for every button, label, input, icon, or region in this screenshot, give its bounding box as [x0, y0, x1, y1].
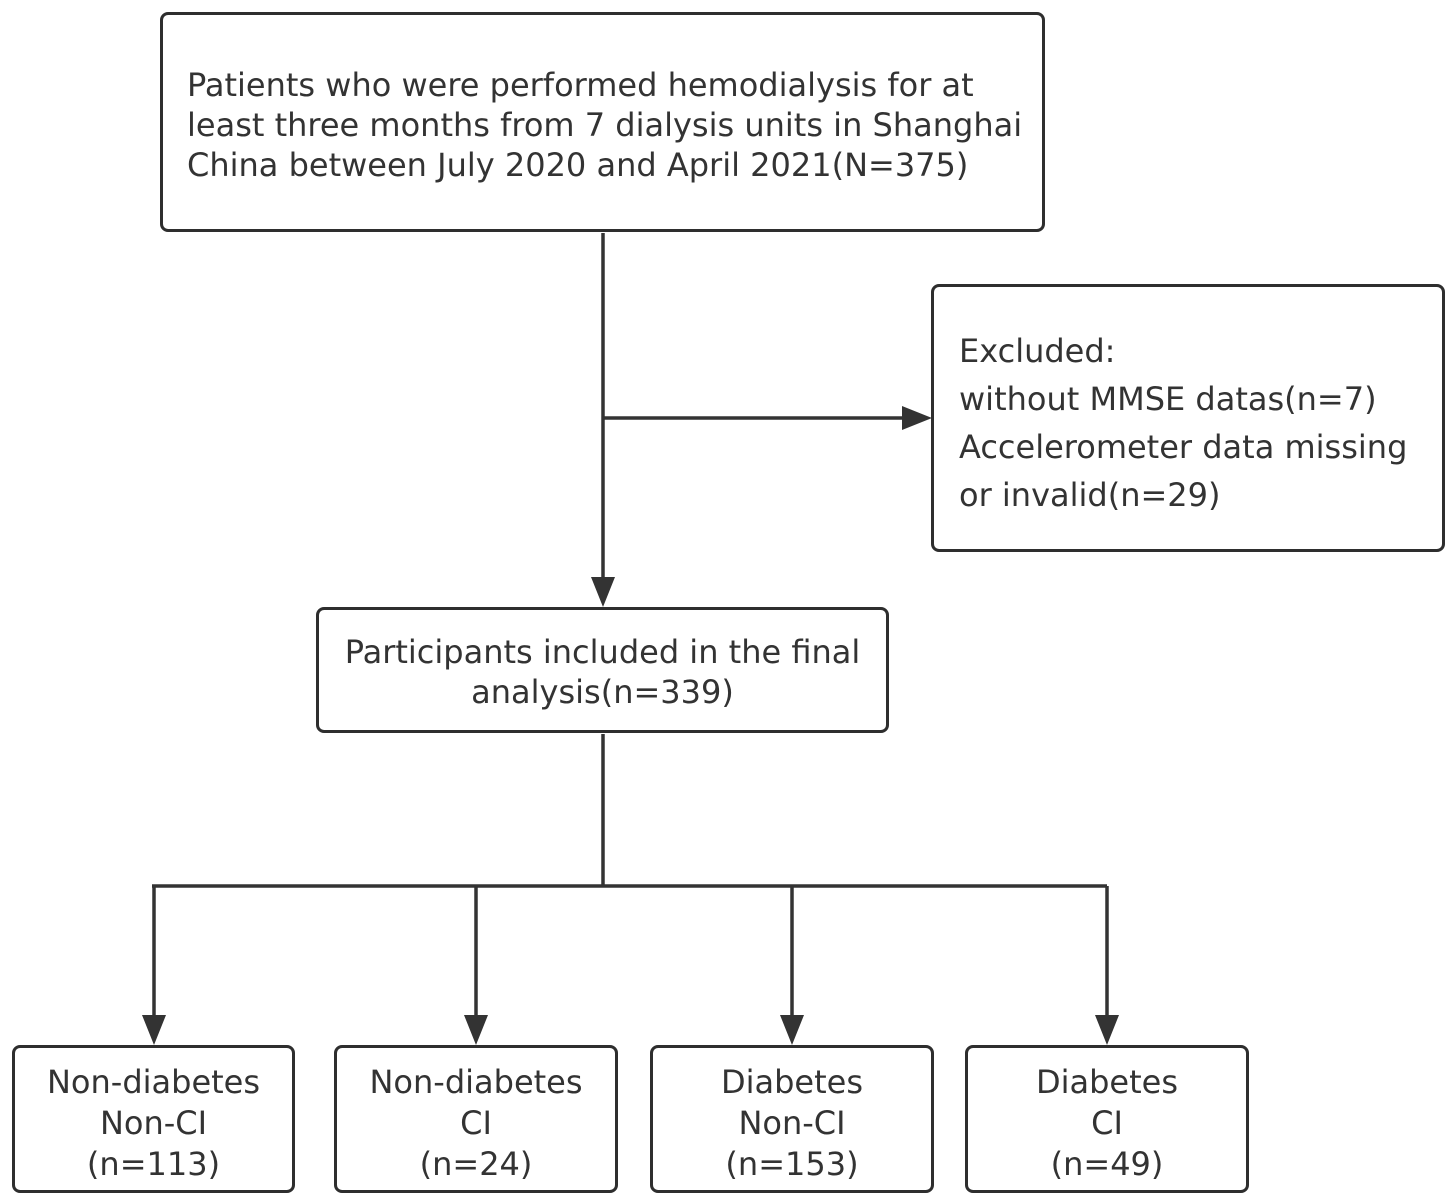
group-box-diabetes-non-ci: Diabetes Non-CI (n=153) [650, 1045, 934, 1193]
final-analysis-box: Participants included in the final analy… [316, 607, 889, 733]
group-label-diabetes-status: Non-diabetes [369, 1063, 583, 1101]
initial-population-text-line-2: least three months from 7 dialysis units… [187, 106, 1023, 144]
group-label-ci-status: Non-CI [738, 1104, 846, 1142]
arrowhead-to-excluded [902, 406, 932, 430]
arrowhead-to-final [591, 577, 615, 607]
final-analysis-text-line-2: analysis(n=339) [471, 673, 734, 711]
arrowhead-to-group4 [1095, 1015, 1119, 1045]
excluded-reason-mmse: without MMSE datas(n=7) [959, 380, 1377, 418]
group-label-diabetes-status: Diabetes [1035, 1063, 1179, 1101]
arrowhead-to-group2 [464, 1015, 488, 1045]
excluded-box: Excluded: without MMSE datas(n=7) Accele… [931, 284, 1445, 552]
group-label-diabetes-status: Diabetes [720, 1063, 864, 1101]
group-box-diabetes-ci: Diabetes CI (n=49) [965, 1045, 1249, 1193]
group-count: (n=49) [1050, 1145, 1164, 1183]
group-box-non-diabetes-non-ci: Non-diabetes Non-CI (n=113) [12, 1045, 295, 1193]
group-label-ci-status: CI [460, 1104, 492, 1142]
excluded-heading: Excluded: [959, 332, 1116, 370]
arrowhead-to-group3 [780, 1015, 804, 1045]
group-label-ci-status: Non-CI [99, 1104, 208, 1142]
initial-population-box: Patients who were performed hemodialysis… [160, 12, 1045, 232]
group-count: (n=153) [725, 1145, 859, 1183]
group-box-non-diabetes-ci: Non-diabetes CI (n=24) [334, 1045, 618, 1193]
group-count: (n=24) [419, 1145, 533, 1183]
group-label-diabetes-status: Non-diabetes [46, 1063, 261, 1101]
initial-population-text-line-1: Patients who were performed hemodialysis… [187, 66, 974, 104]
excluded-reason-accelerometer-line-2: or invalid(n=29) [959, 476, 1221, 514]
group-label-ci-status: CI [1091, 1104, 1123, 1142]
arrowhead-to-group1 [142, 1015, 166, 1045]
final-analysis-text-line-1: Participants included in the final [344, 633, 861, 671]
excluded-reason-accelerometer-line-1: Accelerometer data missing [959, 428, 1408, 466]
group-count: (n=113) [86, 1145, 221, 1183]
initial-population-text-line-3: China between July 2020 and April 2021(N… [187, 146, 969, 184]
